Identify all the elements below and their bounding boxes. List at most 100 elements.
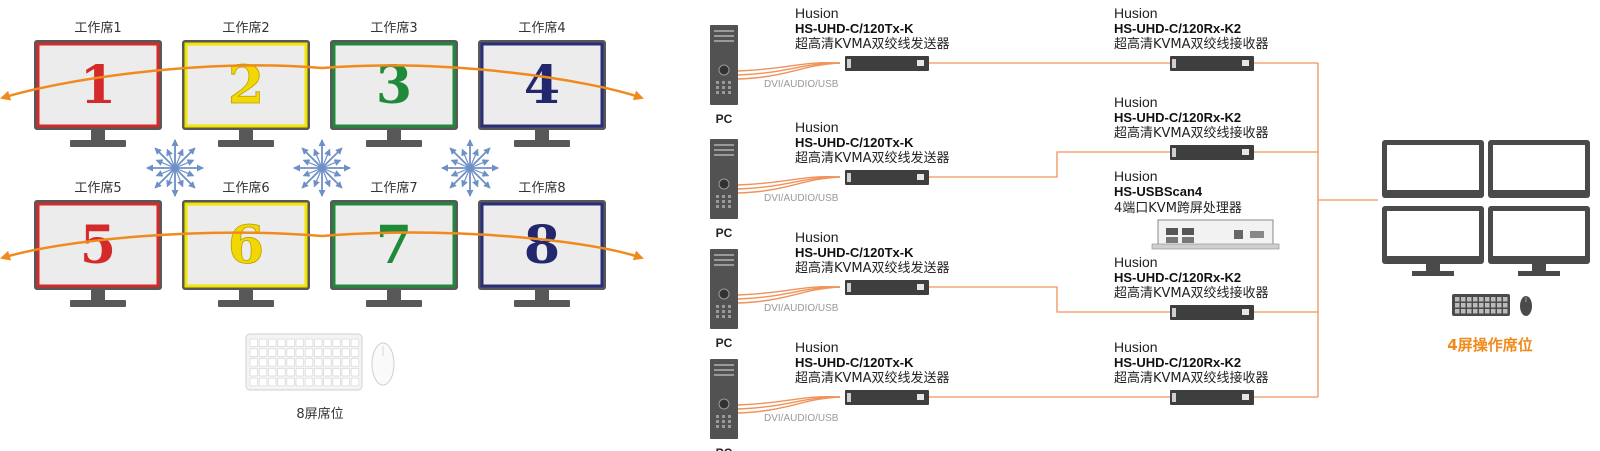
operator-station-caption: 4屏操作席位	[1447, 336, 1532, 354]
workstation-label: 工作席5	[74, 180, 121, 196]
keyboard-mouse-8screen	[245, 333, 395, 391]
workstation-number: 8	[524, 215, 560, 276]
tx-description: 超高清KVMA双绞线发送器	[795, 36, 950, 52]
kvm-topology: PCHusionHS-UHD-C/120Tx-K超高清KVMA双绞线发送器DVI…	[710, 5, 1590, 451]
processor-brand: Husion	[1114, 168, 1158, 184]
mouse-icon	[1520, 296, 1532, 316]
transmitter-box-3	[845, 280, 929, 295]
tx-description: 超高清KVMA双绞线发送器	[795, 260, 950, 276]
receiver-box-3	[1170, 305, 1254, 320]
signal-cable	[737, 61, 841, 72]
operator-station-4screen	[1382, 140, 1590, 276]
monitor-base	[514, 140, 570, 147]
monitor-base	[366, 300, 422, 307]
rx-description: 超高清KVMA双绞线接收器	[1114, 125, 1269, 141]
receiver-box-2	[1170, 145, 1254, 160]
roaming-arrow-left	[0, 64, 323, 101]
station-monitor-icon	[1382, 206, 1484, 276]
transmitter-box-2	[845, 170, 929, 185]
signal-type-label: DVI/AUDIO/USB	[764, 413, 839, 424]
mouse-icon	[371, 342, 395, 386]
monitor-base	[218, 140, 274, 147]
monitor-neck	[387, 290, 401, 300]
rx-model: HS-UHD-C/120Rx-K2	[1114, 21, 1241, 36]
signal-cable	[737, 395, 841, 406]
tx-brand: Husion	[795, 339, 839, 355]
station-monitor-icon	[1488, 140, 1590, 198]
tx-model: HS-UHD-C/120Tx-K	[795, 355, 914, 370]
roaming-arrow-left	[0, 231, 323, 261]
pc-label: PC	[716, 112, 733, 126]
cable-network	[737, 61, 1378, 414]
eight-screen-panel: 工作席11工作席22工作席33工作席44工作席55工作席66工作席77工作席88…	[0, 20, 644, 422]
pc-tower-icon	[710, 359, 738, 439]
signal-type-label: DVI/AUDIO/USB	[764, 303, 839, 314]
monitor-workstation-4: 工作席4 4	[478, 20, 606, 147]
pc-tower-icon	[710, 25, 738, 105]
workstation-label: 工作席1	[74, 20, 121, 36]
tx-brand: Husion	[795, 119, 839, 135]
monitor-base	[218, 300, 274, 307]
monitor-neck	[239, 290, 253, 300]
switch-star-icon	[146, 139, 204, 197]
monitor-neck	[239, 130, 253, 140]
signal-cable	[737, 176, 841, 194]
pc-label: PC	[716, 446, 733, 451]
receiver-box-1	[1170, 56, 1254, 71]
workstation-number: 4	[524, 55, 560, 116]
pc-tower-icon	[710, 249, 738, 329]
monitor-base	[514, 300, 570, 307]
monitor-neck	[535, 130, 549, 140]
transmitter-box-1	[845, 56, 929, 71]
rx-brand: Husion	[1114, 5, 1158, 21]
rx-description: 超高清KVMA双绞线接收器	[1114, 285, 1269, 301]
tx-model: HS-UHD-C/120Tx-K	[795, 21, 914, 36]
keyboard-mouse-station	[1452, 294, 1532, 316]
monitor-base	[70, 300, 126, 307]
rx-model: HS-UHD-C/120Rx-K2	[1114, 270, 1241, 285]
monitor-neck	[91, 130, 105, 140]
workstation-label: 工作席4	[518, 20, 565, 36]
station-monitor-icon	[1382, 140, 1484, 198]
rx-brand: Husion	[1114, 94, 1158, 110]
switch-star-icon	[441, 139, 499, 197]
workstation-number: 1	[80, 55, 116, 116]
signal-type-label: DVI/AUDIO/USB	[764, 79, 839, 90]
monitor-neck	[91, 290, 105, 300]
processor-description: 4端口KVM跨屏处理器	[1114, 201, 1242, 216]
tx-brand: Husion	[795, 5, 839, 21]
usbscan-processor-icon	[1151, 219, 1280, 250]
station-monitor-icon	[1488, 206, 1590, 276]
signal-cable	[737, 285, 841, 296]
workstation-label: 工作席2	[222, 20, 269, 36]
pc-tower-icon	[710, 139, 738, 219]
monitor-base	[70, 140, 126, 147]
workstation-label: 工作席8	[518, 180, 565, 196]
rx-brand: Husion	[1114, 339, 1158, 355]
monitor-workstation-1: 工作席1 1	[34, 20, 162, 147]
signal-cable	[737, 396, 841, 414]
transmitter-box-4	[845, 390, 929, 405]
tx-brand: Husion	[795, 229, 839, 245]
switch-star-icon	[293, 139, 351, 197]
receiver-box-4	[1170, 390, 1254, 405]
signal-cable	[737, 62, 841, 80]
roaming-arrows	[0, 64, 644, 261]
monitor-neck	[535, 290, 549, 300]
workstation-number: 7	[376, 215, 412, 276]
tx-description: 超高清KVMA双绞线发送器	[795, 150, 950, 166]
twisted-pair-cable	[929, 151, 1170, 178]
roaming-arrow-right	[321, 64, 644, 101]
pc-label: PC	[716, 336, 733, 350]
signal-type-label: DVI/AUDIO/USB	[764, 193, 839, 204]
rx-brand: Husion	[1114, 254, 1158, 270]
pc-label: PC	[716, 226, 733, 240]
monitor-screen	[184, 42, 308, 128]
monitor-workstation-8: 工作席8 8	[478, 180, 606, 307]
processor-model: HS-USBScan4	[1114, 184, 1203, 199]
workstation-number: 6	[228, 215, 264, 276]
